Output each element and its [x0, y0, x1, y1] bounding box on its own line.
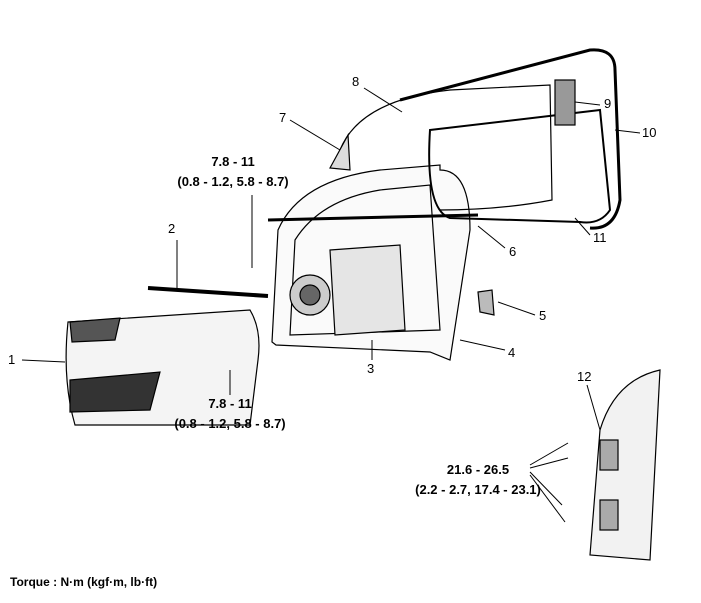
glass-run [339, 84, 553, 211]
callout-9: 9 [604, 96, 612, 111]
door-weatherstrip [428, 108, 612, 224]
torque-spec-lower: 7.8 - 11 (0.8 - 1.2, 5.8 - 8.7) [174, 396, 286, 431]
callout-10: 10 [642, 125, 657, 140]
callout-6: 6 [509, 244, 517, 259]
callout-7: 7 [279, 110, 287, 125]
door-trim-panel [65, 309, 260, 426]
callout-3: 3 [367, 361, 375, 376]
delta-molding [329, 132, 351, 171]
leader-lines [21, 87, 641, 523]
callout-5: 5 [539, 308, 547, 323]
delta-cover [554, 79, 576, 126]
opening-weatherstrip [399, 48, 622, 230]
callout-11: 11 [593, 230, 607, 245]
callout-1: 1 [8, 352, 16, 367]
checker [477, 289, 495, 316]
torque-spec-upper: 7.8 - 11 (0.8 - 1.2, 5.8 - 8.7) [177, 154, 289, 189]
callout-2: 2 [168, 221, 176, 236]
door-hinge-detail [589, 369, 661, 561]
front-door-frame [267, 164, 479, 361]
callout-12: 12 [577, 369, 592, 384]
belt-weatherstrip [147, 286, 269, 298]
torque-spec-hinge: 21.6 - 26.5 (2.2 - 2.7, 17.4 - 23.1) [415, 462, 541, 497]
torque-unit-note: Torque : N·m (kgf·m, lb·ft) [10, 575, 158, 589]
callout-8: 8 [352, 74, 360, 89]
callout-4: 4 [508, 345, 516, 360]
